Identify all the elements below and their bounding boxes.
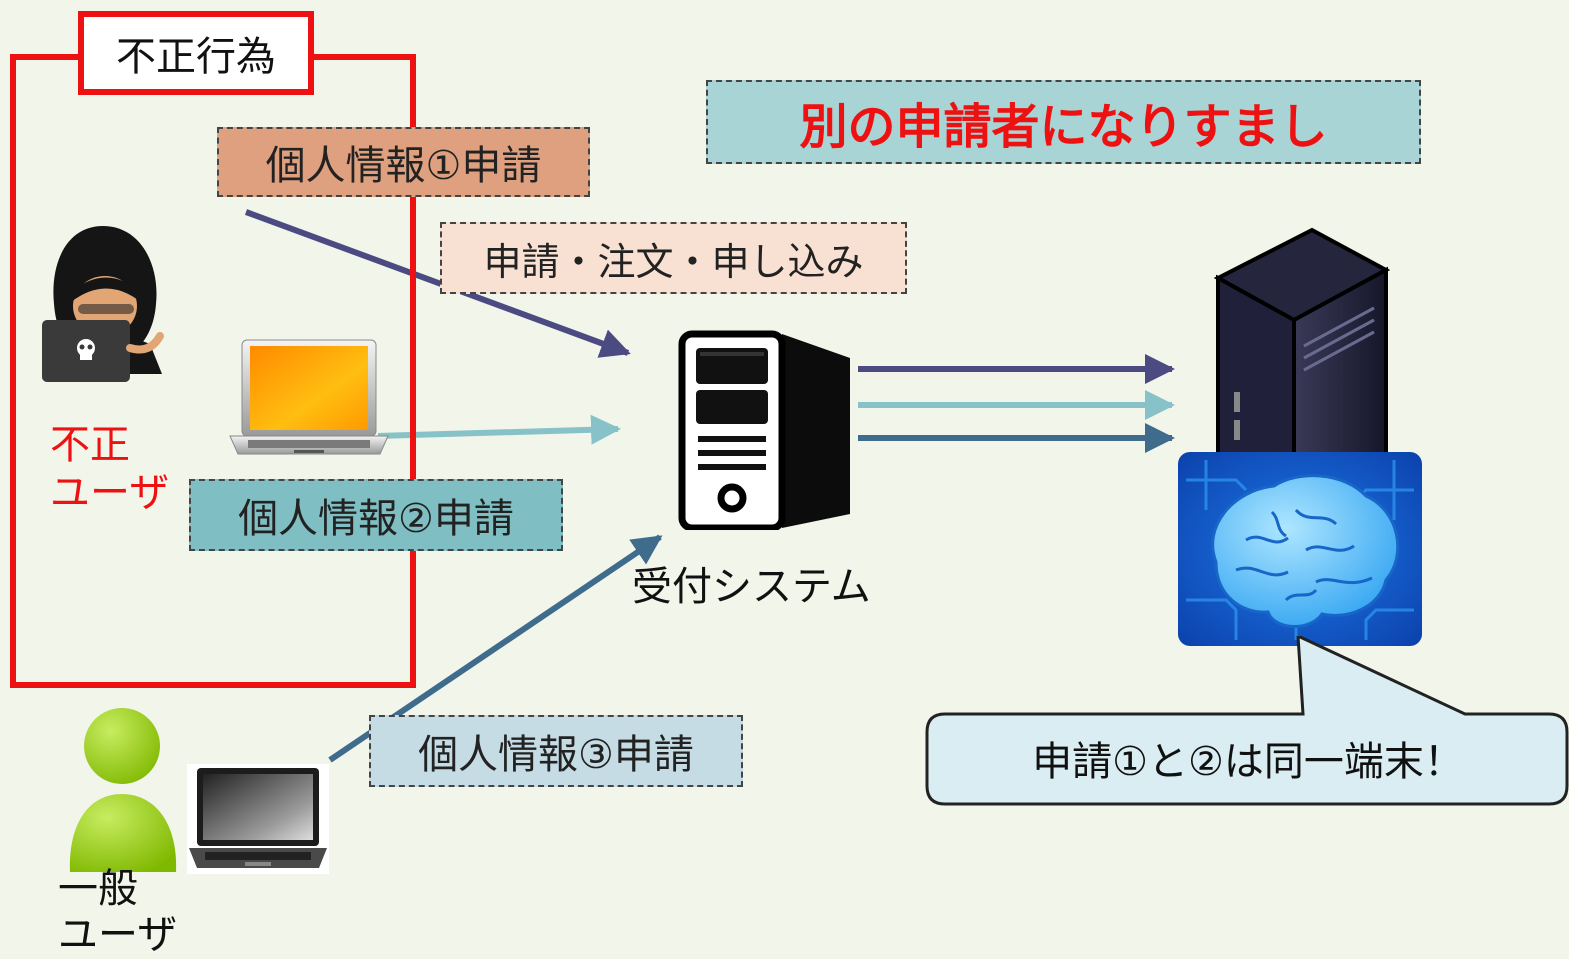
arrow-application-1 (244, 209, 631, 358)
fraud-user-label-1: 不正 (50, 422, 130, 468)
application-1-box: 個人情報①申請 (217, 127, 590, 197)
headline-box: 別の申請者になりすまし (706, 80, 1421, 164)
hooded-hacker-icon (42, 226, 164, 382)
callout-bubble (925, 636, 1569, 806)
general-user-label-2: ユーザ (58, 912, 178, 958)
order-types-box: 申請・注文・申し込み (440, 222, 907, 294)
ai-brain-icon (1178, 452, 1422, 646)
user-avatar-icon (69, 708, 177, 872)
gray-laptop-icon (187, 764, 329, 874)
application-3-box: 個人情報③申請 (369, 715, 743, 787)
reception-system-label: 受付システム (632, 564, 871, 610)
server-icon (1214, 227, 1390, 454)
arrow-application-2 (377, 414, 621, 445)
application-2-box: 個人情報②申請 (189, 479, 563, 551)
fraud-tag: 不正行為 (78, 11, 314, 95)
orange-laptop-icon (229, 339, 389, 455)
fraud-user-label-2: ユーザ (50, 470, 170, 516)
callout-text: 申請①と②は同一端末！ (1032, 739, 1464, 785)
general-user-label-1: 一般 (58, 866, 138, 912)
pc-tower-icon (678, 330, 850, 530)
